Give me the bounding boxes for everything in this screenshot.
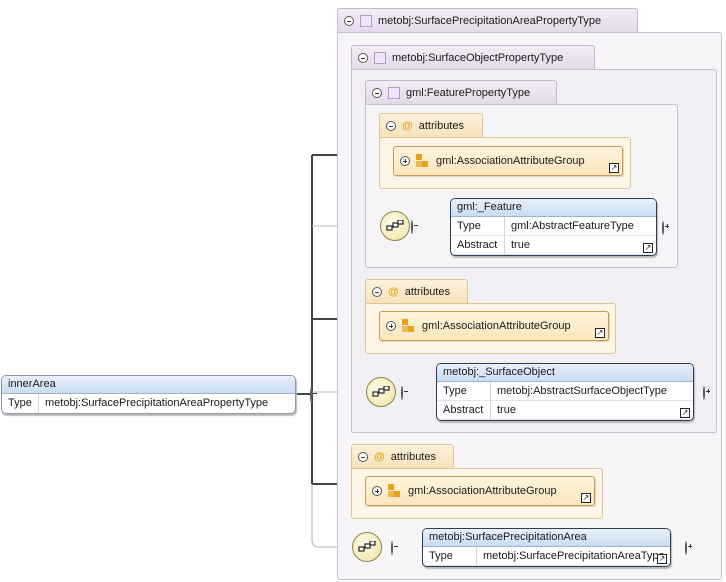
property-key: Type — [437, 382, 491, 400]
type-tab-outer[interactable]: metobj:SurfacePrecipitationAreaPropertyT… — [337, 8, 638, 32]
attribute-group[interactable]: gml:AssociationAttributeGroup ↗ — [365, 476, 595, 506]
property-value: metobj:SurfacePrecipitationAreaPropertyT… — [45, 397, 269, 409]
collapse-icon[interactable] — [358, 451, 368, 462]
attributes-tab[interactable]: @ attributes — [365, 279, 468, 303]
sequence-compositor-icon[interactable] — [352, 532, 382, 562]
type-tab-feature[interactable]: gml:FeaturePropertyType — [365, 80, 557, 104]
property-key: Abstract — [437, 401, 491, 419]
attribute-group-icon — [416, 154, 430, 168]
attributes-tab[interactable]: @ attributes — [351, 444, 454, 468]
expand-icon[interactable] — [685, 541, 687, 555]
type-tab-surface-object[interactable]: metobj:SurfaceObjectPropertyType — [351, 45, 595, 69]
element-surface-precipitation-area[interactable]: metobj:SurfacePrecipitationArea Type meto… — [422, 528, 671, 567]
property-key: Type — [2, 394, 39, 412]
collapse-icon[interactable] — [391, 541, 393, 555]
attribute-group-icon — [388, 484, 402, 498]
attribute-at-icon: @ — [402, 119, 413, 132]
link-arrow-icon[interactable]: ↗ — [595, 328, 605, 338]
element-gml-feature[interactable]: gml:_Feature Type gml:AbstractFeatureType… — [450, 198, 657, 256]
attributes-tab[interactable]: @ attributes — [379, 113, 483, 137]
expand-icon[interactable] — [400, 156, 410, 166]
attribute-group[interactable]: gml:AssociationAttributeGroup ↗ — [379, 311, 609, 341]
attributes-label: attributes — [404, 285, 450, 298]
property-value: true — [511, 239, 530, 251]
attribute-at-icon: @ — [388, 285, 399, 298]
property-key: Type — [423, 547, 477, 565]
element-inner-area[interactable]: innerArea Type metobj:SurfacePrecipitatio… — [1, 375, 296, 414]
collapse-icon[interactable] — [310, 388, 312, 402]
attribute-group[interactable]: gml:AssociationAttributeGroup ↗ — [393, 146, 623, 176]
link-arrow-icon[interactable]: ↗ — [680, 408, 690, 418]
element-title: metobj:SurfacePrecipitationArea — [423, 529, 670, 547]
type-name: gml:FeaturePropertyType — [406, 86, 531, 99]
expand-icon[interactable] — [662, 221, 664, 235]
expand-icon[interactable] — [372, 486, 382, 496]
attribute-group-name: gml:AssociationAttributeGroup — [422, 320, 571, 332]
type-name: metobj:SurfacePrecipitationAreaPropertyT… — [378, 14, 602, 27]
collapse-icon[interactable] — [372, 286, 382, 297]
element-surface-object[interactable]: metobj:_SurfaceObject Type metobj:Abstrac… — [436, 363, 694, 421]
attributes-label: attributes — [418, 119, 464, 132]
collapse-icon[interactable] — [344, 15, 354, 26]
expand-icon[interactable] — [386, 321, 396, 331]
property-value: gml:AbstractFeatureType — [511, 220, 634, 232]
complex-type-icon — [360, 14, 372, 27]
link-arrow-icon[interactable]: ↗ — [581, 493, 591, 503]
property-key: Type — [451, 217, 505, 235]
collapse-icon[interactable] — [401, 386, 403, 400]
attribute-group-name: gml:AssociationAttributeGroup — [436, 155, 585, 167]
sequence-compositor-icon[interactable] — [366, 377, 396, 407]
property-value: true — [497, 404, 516, 416]
attribute-group-name: gml:AssociationAttributeGroup — [408, 485, 557, 497]
complex-type-icon — [374, 51, 386, 64]
link-arrow-icon[interactable]: ↗ — [609, 163, 619, 173]
expand-icon[interactable] — [703, 386, 705, 400]
property-key: Abstract — [451, 236, 505, 254]
sequence-compositor-icon[interactable] — [380, 211, 410, 241]
type-name: metobj:SurfaceObjectPropertyType — [392, 51, 564, 64]
property-value: metobj:SurfacePrecipitationAreaType — [483, 550, 665, 562]
link-arrow-icon[interactable]: ↗ — [657, 554, 667, 564]
link-arrow-icon[interactable]: ↗ — [643, 243, 653, 253]
attribute-group-icon — [402, 319, 416, 333]
complex-type-icon — [388, 86, 400, 99]
attributes-label: attributes — [390, 450, 436, 463]
element-title: gml:_Feature — [451, 199, 656, 217]
property-value: metobj:AbstractSurfaceObjectType — [497, 385, 667, 397]
collapse-icon[interactable] — [411, 220, 413, 234]
collapse-icon[interactable] — [372, 87, 382, 98]
element-title: metobj:_SurfaceObject — [437, 364, 693, 382]
collapse-icon[interactable] — [386, 120, 396, 131]
collapse-icon[interactable] — [358, 52, 368, 63]
attribute-at-icon: @ — [374, 450, 385, 463]
element-title: innerArea — [2, 376, 295, 394]
